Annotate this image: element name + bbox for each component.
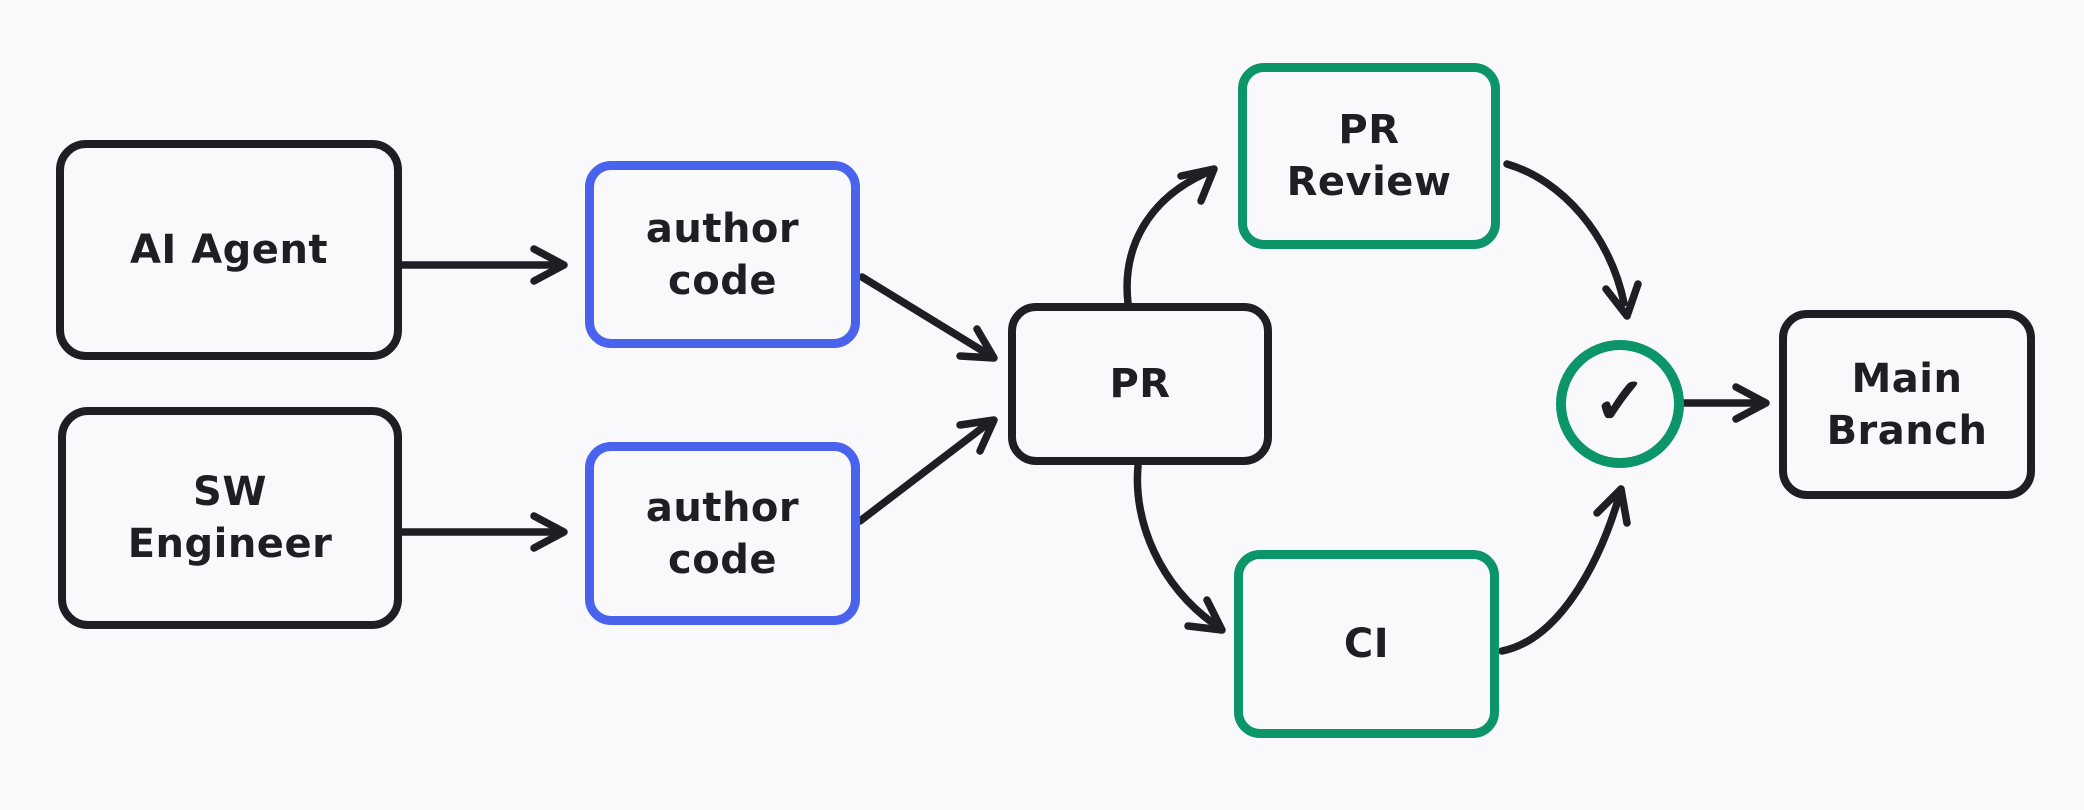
arrow-pr-to-ci[interactable] <box>1133 462 1226 634</box>
arrow-head-icon <box>1177 165 1218 205</box>
node-author-code-top-label: author code <box>645 205 800 304</box>
arrow-head-icon <box>1602 280 1642 320</box>
node-approval-check[interactable]: ✓ <box>1556 340 1684 468</box>
arrow-pr-to-pr-review[interactable] <box>1123 165 1218 307</box>
arrow-shaft <box>1123 169 1210 307</box>
arrow-head-icon <box>1184 596 1226 634</box>
node-ai-agent-label: AI Agent <box>129 227 329 273</box>
node-sw-engineer-label: SW Engineer <box>127 469 333 567</box>
arrow-ci-to-check[interactable] <box>1498 485 1631 655</box>
arrow-head-icon <box>530 245 568 285</box>
node-main-branch-label: Main Branch <box>1826 355 1988 454</box>
arrow-author-code-top-to-pr[interactable] <box>858 273 998 362</box>
node-pr[interactable]: PR <box>1008 303 1272 465</box>
node-ci-label: CI <box>1343 621 1390 667</box>
node-sw-engineer[interactable]: SW Engineer <box>58 407 402 629</box>
arrow-author-code-bottom-to-pr[interactable] <box>856 416 998 525</box>
node-author-code-bottom[interactable]: author code <box>585 442 860 625</box>
arrow-shaft <box>856 421 990 525</box>
node-author-code-top[interactable]: author code <box>585 161 860 348</box>
arrow-shaft <box>1498 496 1622 655</box>
arrow-head-icon <box>956 325 998 362</box>
node-main-branch[interactable]: Main Branch <box>1779 310 2035 499</box>
arrow-pr-review-to-check[interactable] <box>1503 160 1642 320</box>
arrow-head-icon <box>530 512 568 552</box>
arrow-shaft <box>1503 160 1628 307</box>
arrow-head-icon <box>956 416 998 455</box>
node-pr-review-label: PR Review <box>1286 107 1452 205</box>
arrow-shaft <box>858 273 990 357</box>
node-ci[interactable]: CI <box>1234 550 1499 738</box>
node-ai-agent[interactable]: AI Agent <box>56 140 402 360</box>
arrow-sw-engineer-to-author-code[interactable] <box>398 512 568 552</box>
arrow-shaft <box>1133 462 1218 628</box>
check-icon: ✓ <box>1592 365 1648 439</box>
arrow-ai-agent-to-author-code[interactable] <box>396 245 568 285</box>
arrow-check-to-main-branch[interactable] <box>1680 383 1770 423</box>
node-author-code-bottom-label: author code <box>645 484 800 583</box>
node-pr-review[interactable]: PR Review <box>1238 63 1500 249</box>
node-pr-label: PR <box>1109 361 1171 407</box>
arrow-head-icon <box>1593 485 1631 527</box>
arrow-head-icon <box>1732 383 1770 423</box>
